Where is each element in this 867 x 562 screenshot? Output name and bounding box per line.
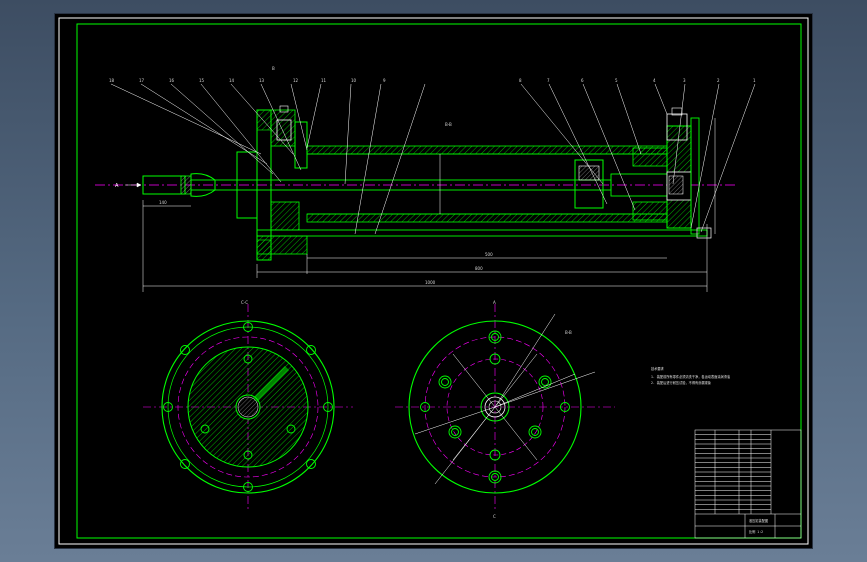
barrel-wall-top <box>306 145 668 155</box>
outer-border <box>58 17 809 545</box>
balloon-label: 4 <box>653 78 656 83</box>
view-label-b-top: B <box>272 66 275 71</box>
title-caption-2: 比例 1:2 <box>749 529 763 534</box>
rear-head-bottom <box>632 201 668 221</box>
balloon-label: 2 <box>717 78 720 83</box>
notes-line: 2. 装配后进行耐压试验，不得有渗漏现象 <box>651 380 712 385</box>
tie-rod <box>256 229 708 237</box>
balloon-label: 6 <box>581 78 584 83</box>
balloon-label: 18 <box>109 78 115 83</box>
title-block <box>694 429 802 539</box>
rod-end-thread <box>180 175 192 195</box>
drawing-frame <box>76 23 802 539</box>
balloon-label: 1 <box>753 78 756 83</box>
dim-stroke-label: 500 <box>485 252 493 257</box>
end-view-left <box>143 304 353 510</box>
front-head-bottom <box>270 201 300 231</box>
balloon-label: 13 <box>259 78 265 83</box>
balloon-label: 16 <box>169 78 175 83</box>
rear-head-top <box>632 147 668 167</box>
balloon-label: 7 <box>547 78 550 83</box>
dim-inner-label: 800 <box>475 266 483 271</box>
view-label-left: C-C <box>241 300 248 305</box>
leader-lines <box>110 83 756 235</box>
balloon-label: 10 <box>351 78 357 83</box>
section-label-top: B-B <box>445 122 452 127</box>
balloon-label: 14 <box>229 78 235 83</box>
title-caption-1: 液压缸装配图 <box>749 518 768 523</box>
balloon-label: 17 <box>139 78 145 83</box>
drawing-sheet[interactable]: 1000 800 500 140 A B-B B <box>55 14 812 548</box>
dim-rod-label: 140 <box>159 200 167 205</box>
drawing-canvas: 1000 800 500 140 A B-B B <box>58 17 809 545</box>
rear-port <box>666 113 688 141</box>
balloon-label: 3 <box>683 78 686 83</box>
barrel-wall-bottom <box>306 213 668 223</box>
notes-title: 技术要求 <box>651 366 665 371</box>
balloon-label: 11 <box>321 78 327 83</box>
balloons-right: 8 7 6 5 4 3 2 1 <box>519 78 756 83</box>
balloons-left: 18 17 16 15 14 13 12 11 10 9 <box>109 78 386 83</box>
front-gland <box>294 121 308 169</box>
balloon-label: 12 <box>293 78 299 83</box>
cylinder-section-view <box>95 105 735 261</box>
end-view-right <box>395 304 615 510</box>
arrow-label: A <box>115 183 119 189</box>
view-label-right-bottom: C <box>493 514 496 519</box>
balloon-label: 5 <box>615 78 618 83</box>
dimensions-main <box>125 118 716 292</box>
balloon-label: 8 <box>519 78 522 83</box>
dim-overall-label: 1000 <box>425 280 436 285</box>
technical-notes: 技术要求 1. 装配前所有零件必须清洗干净，各运动表面涂润滑油 2. 装配后进行… <box>651 366 730 385</box>
section-label-bc: B-B <box>565 330 572 335</box>
balloon-label: 15 <box>199 78 205 83</box>
view-label-right-top: A <box>493 300 496 305</box>
front-port <box>276 119 292 141</box>
notes-line: 1. 装配前所有零件必须清洗干净，各运动表面涂润滑油 <box>651 374 730 379</box>
balloon-label: 9 <box>383 78 386 83</box>
